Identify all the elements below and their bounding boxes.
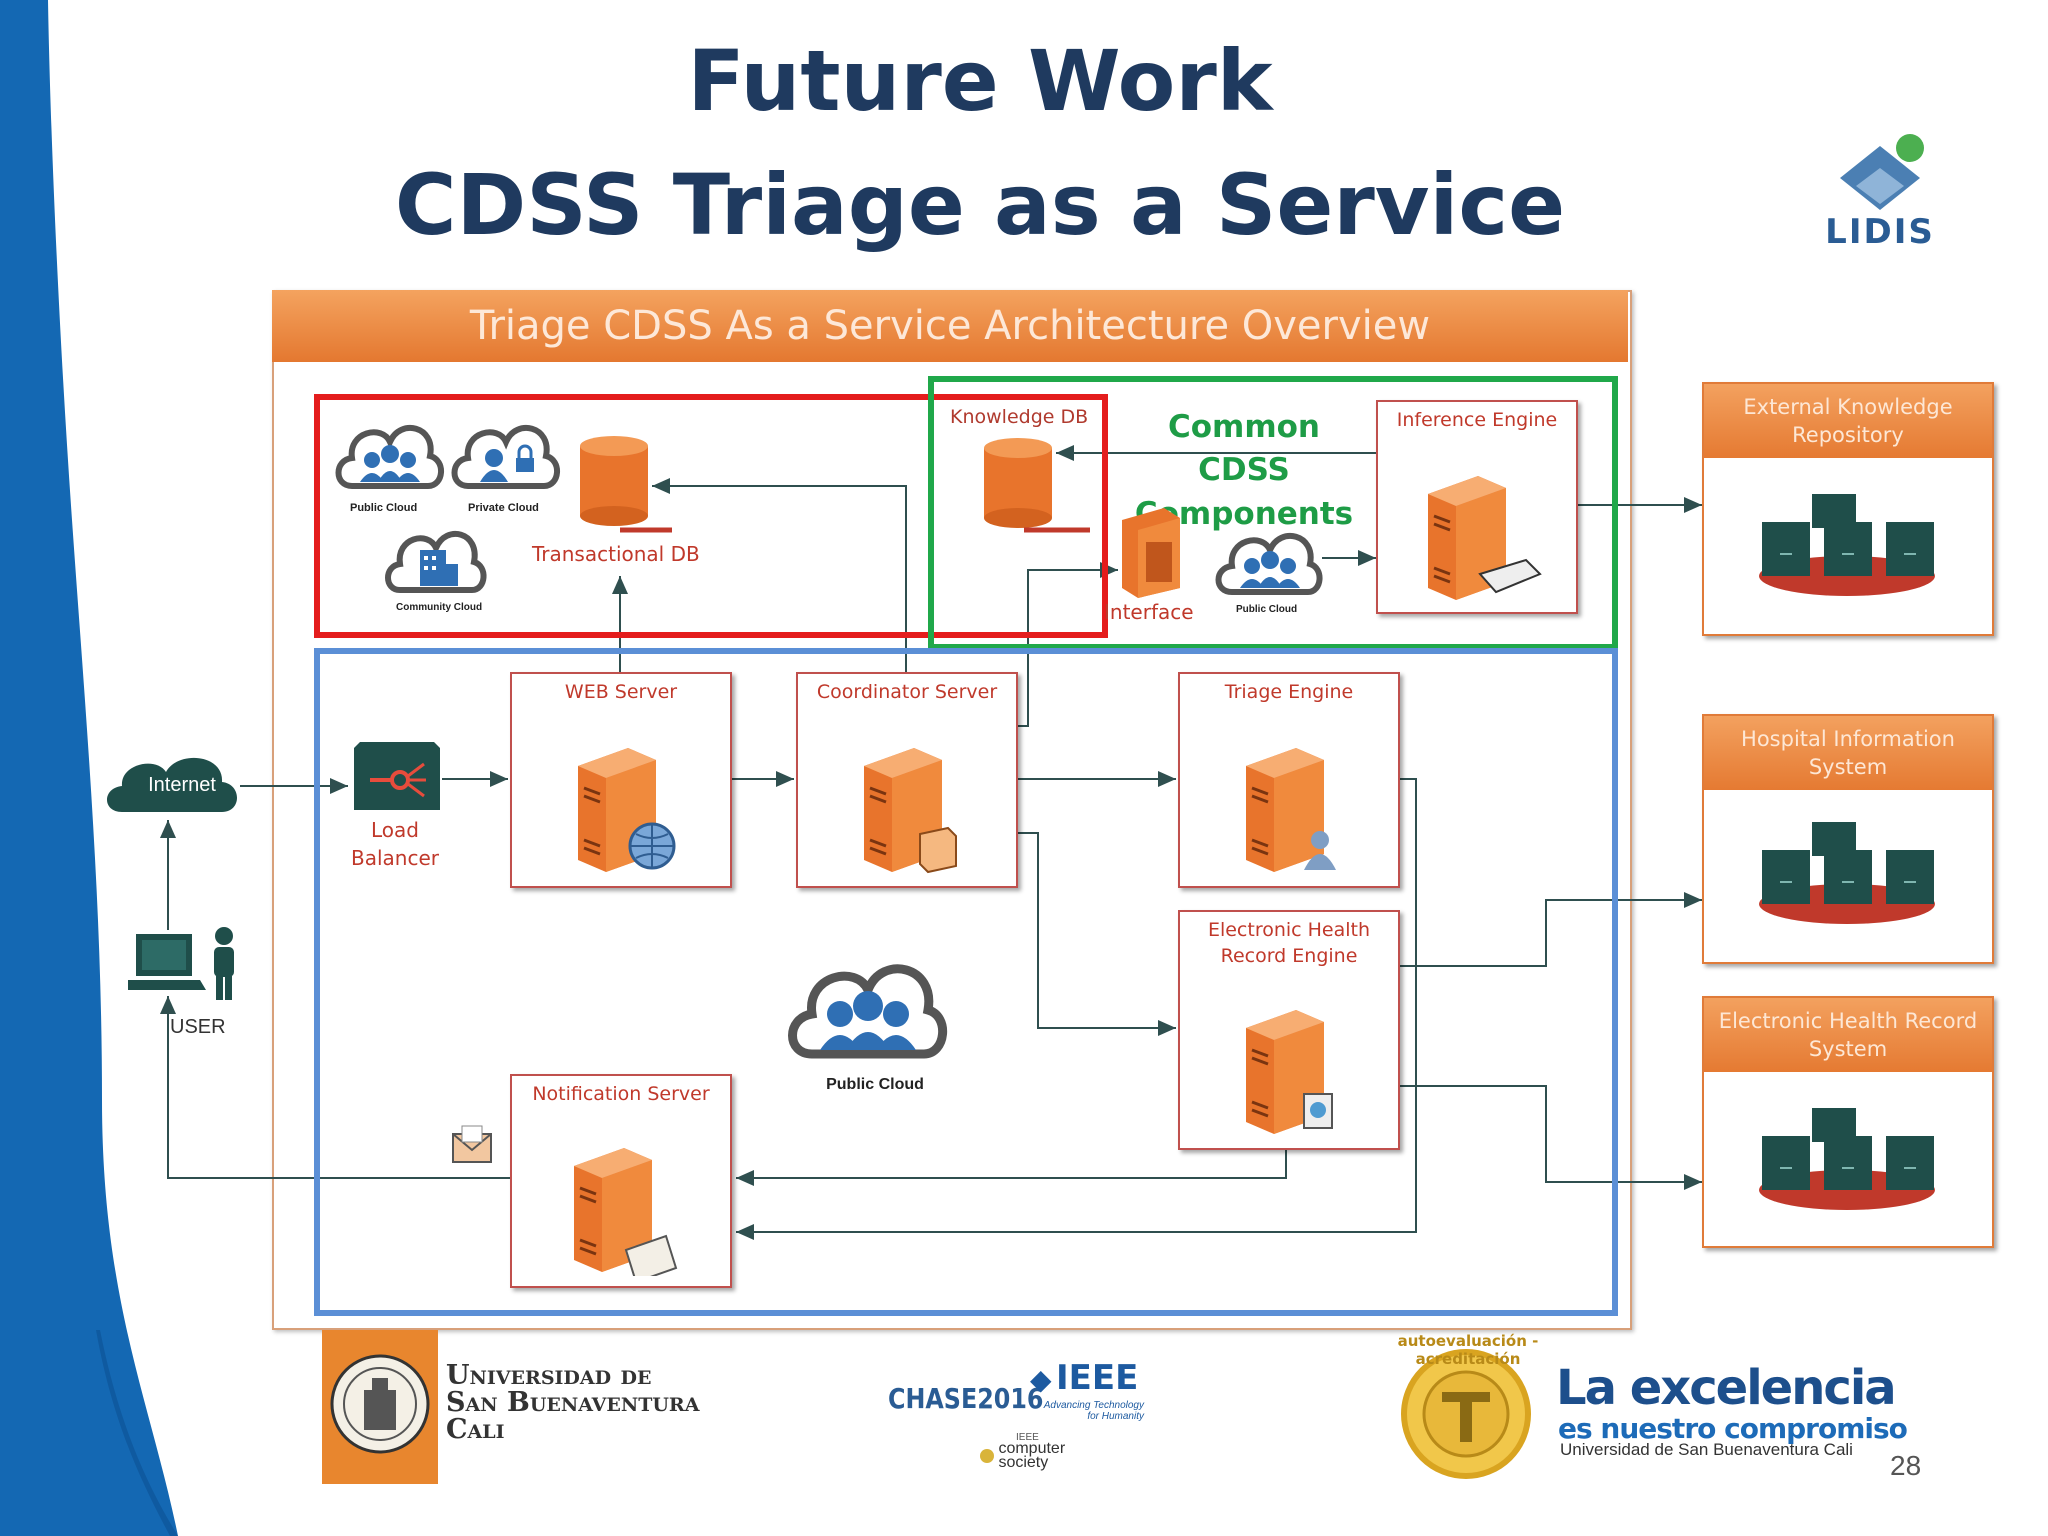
ehr-system-box: Electronic Health Record System (1702, 996, 1994, 1248)
university-line1: Universidad de (446, 1360, 652, 1391)
university-line2: San Buenaventura (446, 1387, 700, 1418)
server-icon (1428, 476, 1542, 600)
server-cluster-icon (1759, 822, 1935, 924)
internet-cloud-icon (107, 757, 237, 812)
university-seal (322, 1330, 438, 1484)
knowledge-db-label: Knowledge DB (950, 406, 1089, 428)
public-cloud-region-box (314, 648, 1618, 1316)
accreditation-seal-icon (1401, 1349, 1531, 1479)
coordinator-server-label: Coordinator Server (816, 681, 998, 703)
interface-public-cloud-label: Public Cloud (1236, 604, 1298, 615)
slide-subtitle: CDSS Triage as a Service (394, 156, 1566, 254)
interface-icon (1122, 508, 1180, 598)
public-cloud-label: Public Cloud (350, 502, 418, 514)
coordinator-server-box: Coordinator Server (796, 672, 1018, 888)
ieee-text: IEEE (1056, 1358, 1139, 1398)
side-band (0, 0, 178, 1536)
private-cloud-label: Private Cloud (468, 502, 539, 514)
hospital-information-system-box: Hospital Information System (1702, 714, 1994, 964)
ehr-engine-label: Electronic Health Record Engine (1207, 919, 1371, 967)
user-label: USER (170, 1016, 226, 1038)
external-knowledge-repo-box: External Knowledge Repository (1702, 382, 1994, 636)
lidis-logo-text: LIDIS (1825, 212, 1935, 252)
web-server-label: WEB Server (564, 681, 678, 703)
notification-server-box: Notification Server (510, 1074, 732, 1288)
mail-icon (452, 1125, 492, 1163)
ehr-server-icon (1246, 1010, 1333, 1134)
ieee-logo: ◆ IEEE (1030, 1358, 1138, 1398)
chase-logo: CHASE2016 (888, 1382, 1044, 1415)
transactional-db-label: Transactional DB (532, 542, 700, 566)
coordinator-server-icon (864, 748, 957, 874)
community-cloud-label: Community Cloud (396, 602, 483, 613)
public-cloud-icon (335, 424, 444, 489)
triage-server-icon (1246, 748, 1336, 872)
ehr-engine-box: Electronic Health Record Engine (1178, 910, 1400, 1150)
ehr-system-label: Electronic Health Record System (1704, 998, 1992, 1072)
lidis-cube-icon (1840, 134, 1924, 210)
user-computer-icon (128, 927, 234, 1000)
lidis-logo: LIDIS (1820, 128, 1940, 278)
compromiso-text: es nuestro compromiso (1558, 1412, 1908, 1445)
ieee-cs-icon (980, 1449, 994, 1464)
ieee-cs-text: computer society (998, 1440, 1066, 1472)
usb-cali-text: Universidad de San Buenaventura Cali (1560, 1440, 1853, 1459)
internet-label: Internet (148, 774, 216, 796)
triage-engine-label: Triage Engine (1224, 681, 1354, 703)
server-cluster-icon (1759, 494, 1935, 596)
main-public-cloud-icon (788, 964, 947, 1059)
university-line3: Cali (446, 1414, 505, 1445)
university-name: Universidad de San Buenaventura Cali (446, 1362, 699, 1443)
interface-label: Interface (1104, 600, 1194, 624)
inference-engine-label: Inference Engine (1396, 409, 1558, 431)
inference-engine-box: Inference Engine (1376, 400, 1578, 614)
architecture-header-text: Triage CDSS As a Service Architecture Ov… (469, 303, 1431, 349)
common-components-box (928, 376, 1618, 650)
external-knowledge-repo-label: External Knowledge Repository (1704, 384, 1992, 458)
accreditation-seal-text: autoevaluación - acreditación (1397, 1332, 1539, 1368)
ieee-cs-logo: computer society (980, 1440, 1098, 1472)
architecture-header: Triage CDSS As a Service Architecture Ov… (272, 290, 1628, 362)
load-balancer-icon (354, 742, 440, 810)
interface-public-cloud-icon (1215, 532, 1323, 595)
web-server-icon (578, 748, 676, 872)
server-cluster-icon (1759, 1108, 1935, 1210)
accreditation-seal: autoevaluación - acreditación (1378, 1330, 1558, 1490)
private-cloud-icon (451, 424, 560, 489)
notification-server-label: Notification Server (532, 1083, 710, 1105)
load-balancer-label: Load Balancer (351, 818, 439, 870)
ieee-diamond-icon: ◆ (1030, 1364, 1052, 1395)
slide-title: Future Work (687, 32, 1273, 130)
community-cloud-icon (385, 530, 487, 593)
data-region-box (314, 394, 1108, 638)
web-server-box: WEB Server (510, 672, 732, 888)
triage-engine-box: Triage Engine (1178, 672, 1400, 888)
excelencia-text: La excelencia (1556, 1360, 1897, 1416)
ieee-tagline: Advancing Technology for Humanity (1043, 1400, 1144, 1422)
transactional-db-icon (580, 436, 672, 533)
main-public-cloud-label: Public Cloud (826, 1076, 924, 1093)
hospital-information-system-label: Hospital Information System (1704, 716, 1992, 790)
ieee-cs-small: IEEE (1016, 1432, 1039, 1443)
knowledge-db-icon (984, 438, 1090, 533)
university-seal-icon (330, 1354, 430, 1454)
notification-server-icon (574, 1148, 678, 1276)
page-number: 28 (1890, 1450, 1922, 1481)
